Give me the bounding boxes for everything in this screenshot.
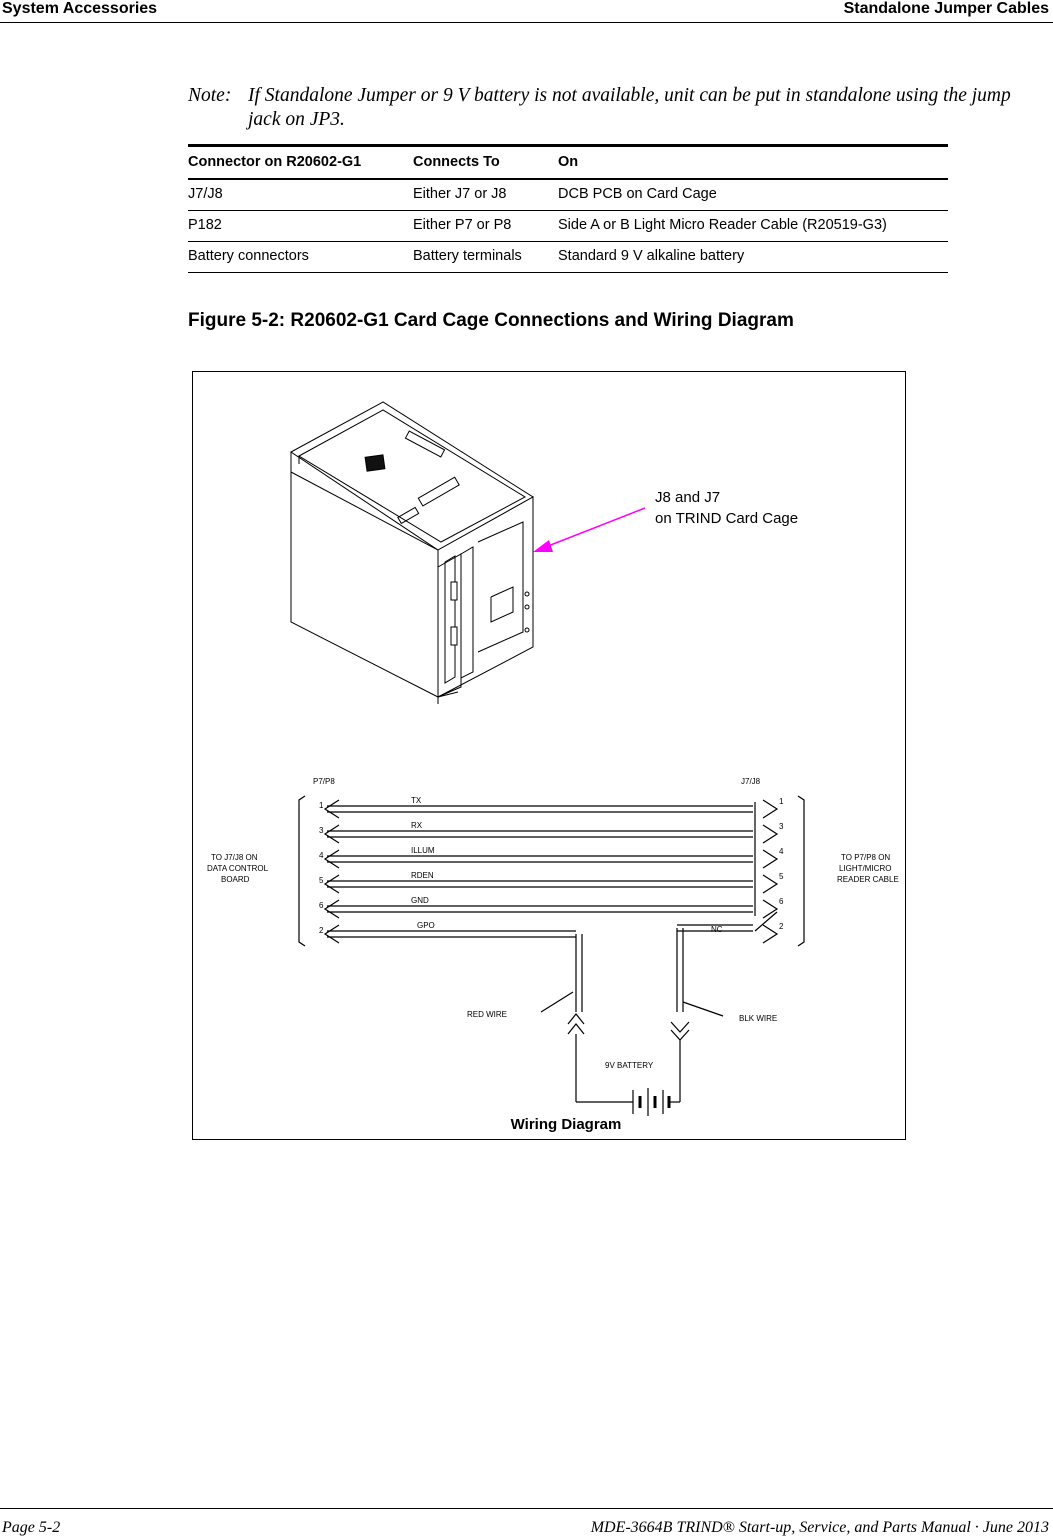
right-side-label: LIGHT/MICRO <box>839 864 891 873</box>
callout-label-line1: J8 and J7 <box>655 489 720 506</box>
table-row: J7/J8 Either J7 or J8 DCB PCB on Card Ca… <box>188 179 948 211</box>
column-header: Connector on R20602-G1 <box>188 144 413 180</box>
table-cell: P182 <box>188 210 413 242</box>
left-side-label: BOARD <box>221 875 250 884</box>
table-cell: Battery connectors <box>188 241 413 273</box>
right-pin: 5 <box>779 872 784 881</box>
battery-label: 9V BATTERY <box>605 1061 654 1070</box>
left-connector-label: P7/P8 <box>313 777 335 786</box>
table-cell: Either J7 or J8 <box>413 179 558 211</box>
table-cell: Side A or B Light Micro Reader Cable (R2… <box>558 210 948 242</box>
right-connector-label: J7/J8 <box>741 777 761 786</box>
table-cell: Standard 9 V alkaline battery <box>558 241 948 273</box>
page-footer: Page 5-2 MDE-3664B TRIND® Start-up, Serv… <box>0 1508 1053 1536</box>
chapter-title: Standalone Jumper Cables <box>843 0 1049 17</box>
signal-label: RDEN <box>411 871 434 880</box>
wiring-diagram <box>298 795 805 1116</box>
signal-label: GND <box>411 896 429 905</box>
table-row: P182 Either P7 or P8 Side A or B Light M… <box>188 210 948 242</box>
signal-label: RX <box>411 821 423 830</box>
right-pin: 4 <box>779 847 784 856</box>
left-pin: 6 <box>319 901 324 910</box>
nc-label: NC <box>711 925 723 934</box>
right-pin: 1 <box>779 797 784 806</box>
figure-frame: J8 and J7 on TRIND Card Cage <box>192 371 906 1140</box>
right-side-label: TO P7/P8 ON <box>841 853 890 862</box>
figure-illustration: J8 and J7 on TRIND Card Cage <box>207 401 899 1133</box>
right-pin: 2 <box>779 922 784 931</box>
document-title: MDE-3664B TRIND® Start-up, Service, and … <box>590 1519 1049 1536</box>
page-number: Page 5-2 <box>2 1519 61 1536</box>
left-pin: 3 <box>319 826 324 835</box>
card-cage-drawing <box>290 401 534 704</box>
wiring-labels: P7/P8 J7/J8 TO J7/J8 ON DATA CONTROL BOA… <box>207 777 899 1070</box>
column-header: Connects To <box>413 144 558 180</box>
left-pin: 4 <box>319 851 324 860</box>
page-header: System Accessories Standalone Jumper Cab… <box>0 0 1053 23</box>
right-side-label: READER CABLE <box>837 875 899 884</box>
figure-caption: Wiring Diagram <box>511 1116 622 1133</box>
table-cell: DCB PCB on Card Cage <box>558 179 948 211</box>
callout-label-line2: on TRIND Card Cage <box>655 510 798 527</box>
signal-label: GPO <box>417 921 435 930</box>
signal-label: TX <box>411 796 422 805</box>
left-pin: 1 <box>319 801 324 810</box>
figure-title: Figure 5-2: R20602-G1 Card Cage Connecti… <box>188 310 794 331</box>
left-pin: 5 <box>319 876 324 885</box>
table-cell: Either P7 or P8 <box>413 210 558 242</box>
note-label: Note: <box>188 85 232 106</box>
section-title: System Accessories <box>2 0 158 17</box>
table-header-row: Connector on R20602-G1 Connects To On <box>188 144 948 180</box>
left-pin: 2 <box>319 926 324 935</box>
table-row: Battery connectors Battery terminals Sta… <box>188 241 948 273</box>
connections-table: Connector on R20602-G1 Connects To On J7… <box>188 144 948 273</box>
note-text: If Standalone Jumper or 9 V battery is n… <box>248 85 1011 130</box>
signal-label: ILLUM <box>411 846 435 855</box>
red-wire-label: RED WIRE <box>467 1010 507 1019</box>
right-pin: 6 <box>779 897 784 906</box>
right-pin: 3 <box>779 822 784 831</box>
column-header: On <box>558 144 948 180</box>
black-wire-label: BLK WIRE <box>739 1014 777 1023</box>
table-cell: J7/J8 <box>188 179 413 211</box>
left-side-label: DATA CONTROL <box>207 864 269 873</box>
table-cell: Battery terminals <box>413 241 558 273</box>
left-side-label: TO J7/J8 ON <box>211 853 258 862</box>
callout-arrow <box>533 507 646 552</box>
